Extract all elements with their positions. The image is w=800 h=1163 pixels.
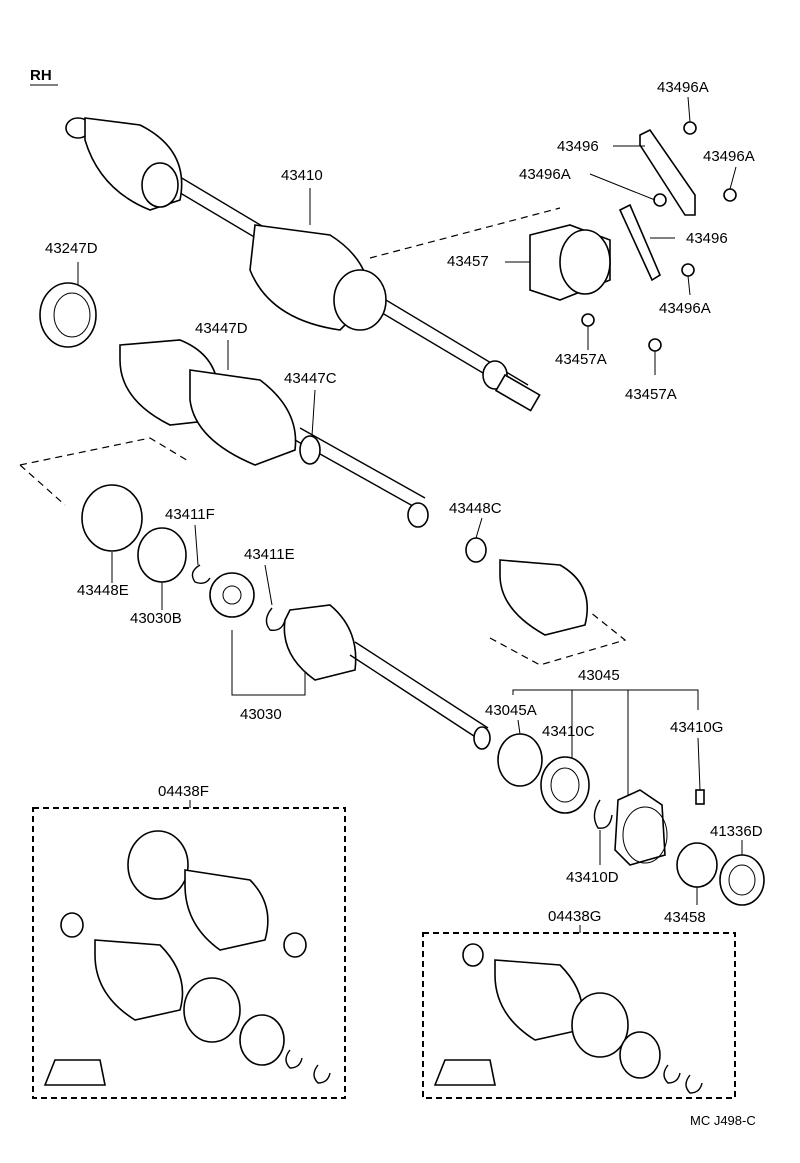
boot-right <box>499 559 589 636</box>
label-43410C: 43410C <box>542 723 595 740</box>
label-43447D: 43447D <box>195 320 248 337</box>
stay-43496-lower <box>618 203 662 282</box>
label-43247D: 43247D <box>45 240 98 257</box>
seal-43458 <box>676 842 718 888</box>
label-43447C: 43447C <box>284 370 337 387</box>
label-43458: 43458 <box>664 909 706 926</box>
snap-ring-43411F <box>191 564 211 585</box>
leader-lines <box>77 96 743 933</box>
label-43410G: 43410G <box>670 719 723 736</box>
label-43410D: 43410D <box>566 869 619 886</box>
seal-41336D <box>719 854 765 906</box>
label-43496A-top: 43496A <box>657 79 709 96</box>
bolt-43457A-1 <box>581 313 595 327</box>
label-41336D: 41336D <box>710 823 763 840</box>
label-43030: 43030 <box>240 706 282 723</box>
tripod-joint <box>209 572 255 618</box>
footer-code: MC J498-C <box>690 1113 756 1128</box>
label-43457A-right: 43457A <box>625 386 677 403</box>
part-labels: 43496A 43496 43496A 43496A 43410 43496 4… <box>45 79 763 926</box>
dashed-region-left-top <box>19 437 191 466</box>
bracket-43030 <box>231 630 306 696</box>
inner-boot-middle <box>189 369 297 466</box>
dust-deflector-43247D <box>39 282 97 348</box>
clamp-43448C <box>465 537 487 563</box>
bolt-43496A-3 <box>723 188 737 202</box>
kit-box-04438F <box>32 807 346 1099</box>
stay-parts <box>581 121 737 352</box>
bearing-bracket <box>369 207 611 301</box>
label-43045: 43045 <box>578 667 620 684</box>
dashed-region-left-side <box>19 464 66 506</box>
snap-ring-43410D <box>593 799 613 829</box>
bolt-43496A-2 <box>653 193 667 207</box>
label-43457: 43457 <box>447 253 489 270</box>
dashed-region-right <box>489 611 627 666</box>
label-43411E: 43411E <box>244 546 295 563</box>
kit-04438G-parts <box>433 943 703 1094</box>
driveshaft-assembly-middle <box>119 339 429 528</box>
bearing-bracket-lower <box>614 789 668 866</box>
label-43496-top: 43496 <box>557 138 599 155</box>
clamp-43448E <box>81 484 143 552</box>
kit-box-04438G <box>422 932 736 1099</box>
kit-04438F-parts <box>43 830 331 1086</box>
snap-ring-43045A <box>497 733 543 787</box>
ring-43030B <box>137 527 187 583</box>
bolt-43457A-2 <box>648 338 662 352</box>
rh-label: RH <box>30 67 52 84</box>
pin-43410G <box>695 789 705 805</box>
leader-dashed-43457 <box>369 207 561 259</box>
inner-joint-43030 <box>283 604 491 750</box>
label-43045A: 43045A <box>485 702 537 719</box>
label-43411F: 43411F <box>165 506 215 523</box>
stay-43496-upper <box>639 128 696 216</box>
bearing-43410C <box>540 756 590 814</box>
snap-ring-43411E <box>265 607 286 631</box>
bolt-43496A-4 <box>681 263 695 277</box>
label-43410: 43410 <box>281 167 323 184</box>
bolt-43496A-1 <box>683 121 697 135</box>
label-43457A-left: 43457A <box>555 351 607 368</box>
bracket-43045 <box>512 689 699 710</box>
label-43448E: 43448E <box>77 582 129 599</box>
label-43448C: 43448C <box>449 500 502 517</box>
label-43496A-low: 43496A <box>659 300 711 317</box>
driveshaft-assembly-top <box>65 117 541 412</box>
label-04438G: 04438G <box>548 908 601 925</box>
label-43496A-mid: 43496A <box>519 166 571 183</box>
label-04438F: 04438F <box>158 783 209 800</box>
label-43030B: 43030B <box>130 610 182 627</box>
label-43496A-right: 43496A <box>703 148 755 165</box>
label-43496-mid: 43496 <box>686 230 728 247</box>
